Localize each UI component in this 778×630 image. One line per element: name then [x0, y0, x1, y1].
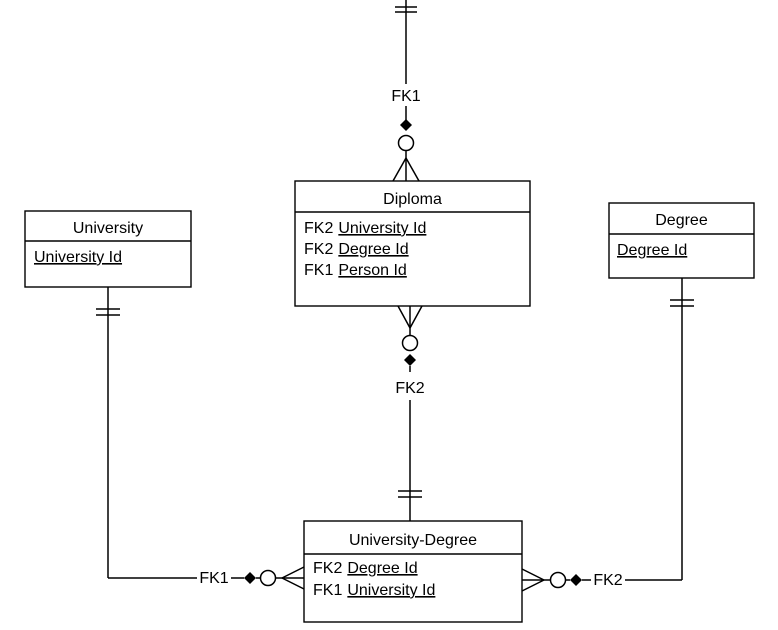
- attribute-name: University Id: [338, 220, 426, 237]
- relationship-diploma-university-degree: FK2: [395, 305, 425, 521]
- relationship-person-diploma: FK1: [391, 0, 421, 182]
- crowfoot-many-mark: [397, 305, 411, 329]
- attribute-name: Degree Id: [617, 242, 687, 259]
- zero-optional-circle: [397, 134, 415, 152]
- entity-box: [24, 210, 192, 288]
- attribute-row: FK1 Person Id: [304, 262, 407, 279]
- fk-tag: FK2: [313, 560, 342, 577]
- fk-label: FK2: [395, 380, 424, 397]
- crowfoot-many-mark: [405, 157, 420, 182]
- fk-tag: FK2: [304, 241, 333, 258]
- zero-optional-circle: [259, 569, 277, 587]
- relationship-degree-university-degree: FK2: [521, 278, 694, 592]
- entity-title: Degree: [655, 212, 708, 229]
- entity-title: University: [73, 220, 143, 237]
- entity-university-degree[interactable]: University-Degree FK2 Degree Id FK1 Univer…: [303, 520, 523, 623]
- attribute-row: FK2 Degree Id: [304, 241, 409, 258]
- fk-tag: FK2: [304, 220, 333, 237]
- fk-label: FK1: [199, 570, 228, 587]
- crowfoot-many-mark: [392, 157, 407, 182]
- entity-degree[interactable]: Degree Degree Id: [608, 202, 755, 279]
- attribute-row: FK2 Degree Id: [313, 560, 418, 577]
- attribute-row: FK1 University Id: [313, 582, 435, 599]
- fk-tag: FK1: [304, 262, 333, 279]
- diamond-icon: [570, 574, 582, 586]
- entity-box: [608, 202, 755, 279]
- attribute-name: Degree Id: [347, 560, 417, 577]
- fk-tag: FK1: [313, 582, 342, 599]
- crowfoot-many-mark: [281, 577, 305, 590]
- diamond-icon: [404, 354, 416, 366]
- entity-box: [294, 180, 531, 307]
- fk-label: FK1: [391, 88, 420, 105]
- attribute-row: FK2 University Id: [304, 220, 426, 237]
- entity-title: University-Degree: [349, 532, 477, 549]
- attribute-name: University Id: [347, 582, 435, 599]
- fk-label: FK2: [593, 572, 622, 589]
- zero-optional-circle: [401, 334, 419, 352]
- relationship-university-university-degree: FK1: [96, 287, 305, 590]
- attribute-name: University Id: [34, 249, 122, 266]
- crowfoot-many-mark: [521, 568, 545, 581]
- attribute-name: Person Id: [338, 262, 406, 279]
- crowfoot-many-mark: [521, 579, 545, 592]
- crowfoot-many-mark: [281, 566, 305, 579]
- attribute-name: Degree Id: [338, 241, 408, 258]
- entity-title: Diploma: [383, 191, 442, 208]
- entity-university[interactable]: University University Id: [24, 210, 192, 288]
- crowfoot-many-mark: [409, 305, 423, 329]
- diamond-icon: [400, 119, 412, 131]
- zero-optional-circle: [549, 571, 567, 589]
- diamond-icon: [244, 572, 256, 584]
- entity-box: [303, 520, 523, 623]
